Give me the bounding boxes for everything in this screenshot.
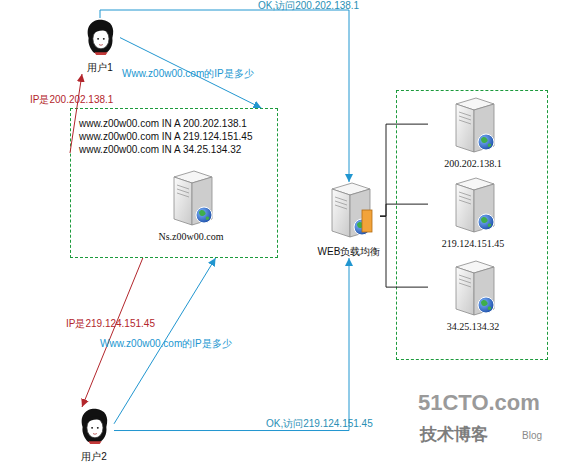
edge-label: Www.z00w00.com的IP是多少 [122,68,254,80]
web-server: 219.124.151.45 [428,176,518,250]
request-arrow [70,74,82,153]
request-arrow [114,258,216,424]
watermark: 51CTO.com [418,390,540,416]
request-arrow [114,258,349,431]
connector-line [380,216,428,287]
node-label: WEB负载均衡 [318,245,381,258]
watermark: 技术博客 [420,424,488,445]
user-figure: 用户2 [74,407,114,463]
node-label: 34.25.134.32 [447,320,500,333]
edge-label: Www.z00w00.com的IP是多少 [100,338,232,350]
dns-record: www.z00w00.com IN A 219.124.151.45 [79,130,277,143]
request-arrow [120,38,261,108]
dns-record: www.z00w00.com IN A 200.202.138.1 [79,117,277,130]
node-label: 用户1 [87,61,113,74]
node-label: 219.124.151.45 [442,237,505,250]
edge-label: IP是200.202.138.1 [30,94,113,106]
request-arrow [82,258,143,407]
user-icon [88,20,114,55]
web-server-icon [456,178,494,232]
edge-label: OK,访问219.124.151.45 [266,418,373,430]
node-label: 用户2 [81,450,107,463]
dns-server: Ns.z00w00.com [141,169,241,243]
request-arrow [100,10,349,182]
dns-record: www.z00w00.com IN A 34.25.134.32 [79,143,277,156]
node-label: Ns.z00w00.com [159,230,224,243]
edge-label: IP是219.124.151.45 [66,318,155,330]
web-server: 200.202.138.1 [428,96,518,170]
connector-line [380,124,428,216]
web-server-icon [456,98,494,152]
dns-server-icon [174,171,212,225]
load-balancer: WEB负载均衡 [318,182,380,258]
web-server-icon [456,261,494,315]
load-balancer-door [362,210,372,232]
edge-label: OK,访问200.202.138.1 [258,0,359,12]
watermark: Blog [522,429,542,443]
node-label: 200.202.138.1 [444,157,502,170]
user-icon [82,409,108,444]
web-server: 34.25.134.32 [428,259,518,333]
connector-line [380,204,428,216]
user-figure: 用户1 [80,18,120,74]
dns-zone-group: www.z00w00.com IN A 200.202.138.1www.z00… [70,108,278,258]
server-pool-group: 200.202.138.1 219.124.151.45 34.25.134.32 [396,90,548,360]
